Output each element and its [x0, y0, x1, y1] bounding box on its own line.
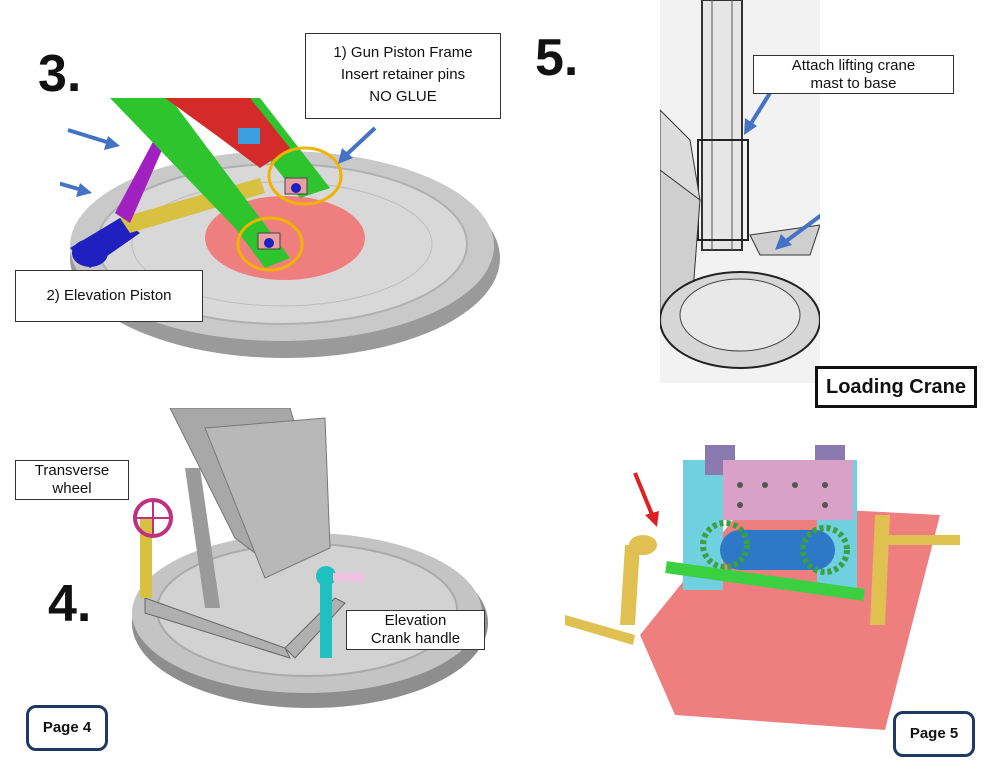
- winch-illustration: [565, 445, 960, 730]
- winch-back-plate: [723, 460, 853, 520]
- blue-arrow: [60, 181, 92, 197]
- gear: [700, 520, 750, 570]
- step-number-3: 3.: [38, 45, 82, 103]
- blue-arrow: [338, 126, 377, 164]
- page-4-badge: Page 4: [26, 705, 108, 751]
- callout-elevation-crank: Elevation Crank handle: [346, 610, 485, 650]
- callout-elevation-piston: 2) Elevation Piston: [15, 270, 203, 322]
- callout-line: mast to base: [810, 75, 897, 92]
- callout-line: Elevation: [384, 612, 447, 629]
- elevation-crank-shaft: [320, 578, 332, 658]
- winch-shaft: [665, 561, 865, 601]
- highlight-ring: [236, 216, 304, 272]
- step-number-4: 4.: [48, 575, 92, 633]
- blue-arrow: [775, 213, 820, 250]
- crank-handle-left: [620, 545, 640, 625]
- callout-line: Attach lifting crane: [791, 57, 916, 74]
- highlight-ring: [267, 146, 343, 206]
- callout-gun-piston-frame: 1) Gun Piston Frame Insert retainer pins…: [305, 33, 501, 119]
- red-arrow: [633, 472, 659, 527]
- transverse-wheel-shaft: [140, 518, 152, 598]
- callout-text: 2) Elevation Piston: [46, 287, 172, 304]
- loading-crane-text: Loading Crane: [825, 376, 966, 398]
- callout-line: Crank handle: [370, 630, 461, 647]
- callout-attach-mast: Attach lifting crane mast to base: [753, 55, 954, 94]
- loading-crane-label: Loading Crane: [815, 366, 977, 408]
- callout-line: NO GLUE: [369, 88, 437, 105]
- step-number-5: 5.: [535, 29, 579, 87]
- page-5-text: Page 5: [909, 725, 959, 742]
- blue-arrow: [67, 128, 120, 150]
- callout-line: Insert retainer pins: [340, 66, 466, 83]
- gear: [800, 525, 850, 575]
- step4-illustration: [132, 408, 488, 708]
- callout-transverse-wheel: Transverse wheel: [15, 460, 129, 500]
- callout-line: 1) Gun Piston Frame: [333, 44, 473, 61]
- page-5-badge: Page 5: [893, 711, 975, 757]
- page-4-text: Page 4: [42, 719, 92, 736]
- crane-mast: [701, 0, 743, 251]
- callout-line: Transverse: [34, 462, 110, 479]
- callout-line: wheel: [52, 480, 92, 497]
